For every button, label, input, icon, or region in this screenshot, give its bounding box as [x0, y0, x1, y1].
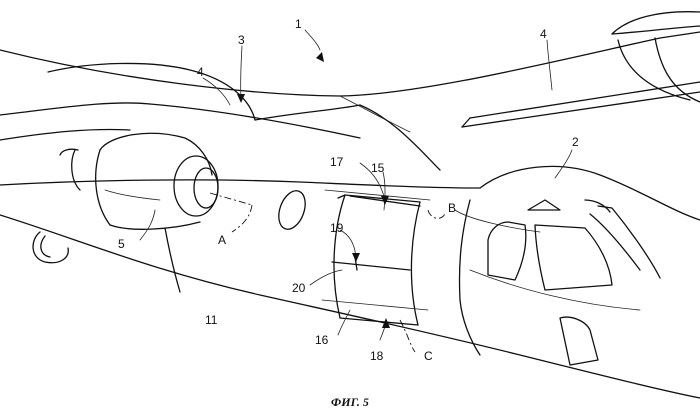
label-16: 16 — [315, 333, 329, 347]
figure-caption: ФИГ. 5 — [331, 395, 369, 409]
label-4-left: 4 — [197, 65, 204, 79]
reference-numerals: 1 2 3 4 4 5 11 17 15 19 20 16 18 A B C — [118, 17, 579, 363]
label-c: C — [424, 349, 433, 363]
cockpit-windows — [469, 199, 661, 366]
cargo-door — [321, 189, 431, 326]
label-19: 19 — [330, 221, 344, 235]
label-11: 11 — [205, 313, 218, 327]
label-15: 15 — [371, 161, 385, 175]
label-b: B — [448, 201, 456, 215]
label-3: 3 — [238, 33, 245, 47]
label-17: 17 — [330, 155, 344, 169]
arrow-heads — [237, 52, 390, 328]
left-wing — [0, 62, 441, 171]
label-4-right: 4 — [540, 27, 547, 41]
label-20: 20 — [292, 281, 306, 295]
fuselage-window — [278, 190, 306, 230]
label-5: 5 — [118, 237, 125, 251]
label-1: 1 — [295, 17, 302, 31]
label-2: 2 — [572, 135, 579, 149]
label-a: A — [218, 233, 226, 247]
label-18: 18 — [370, 349, 384, 363]
tail-fin — [611, 11, 700, 103]
engine-nacelle — [32, 132, 219, 264]
fuselage — [0, 165, 700, 399]
right-wing — [0, 31, 700, 133]
axes — [209, 192, 446, 353]
